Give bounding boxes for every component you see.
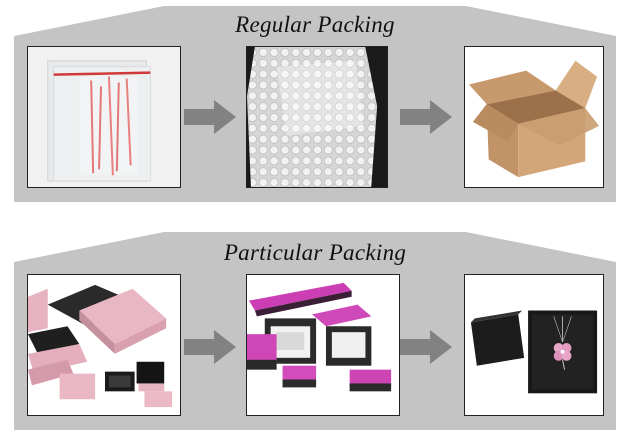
arrow-right-icon bbox=[400, 330, 452, 364]
arrow-right-icon bbox=[184, 330, 236, 364]
pink-gift-boxes-image bbox=[27, 274, 181, 416]
section-title: Particular Packing bbox=[223, 240, 407, 265]
particular-packing-panel: Particular Packing bbox=[14, 232, 616, 430]
black-jewelry-box-image bbox=[464, 274, 604, 416]
cardboard-box-image bbox=[464, 46, 604, 188]
arrow-right-icon bbox=[184, 100, 236, 134]
bubble-wrap-image bbox=[246, 46, 388, 188]
arrow-right-icon bbox=[400, 100, 452, 134]
section-title: Regular Packing bbox=[235, 12, 395, 37]
zip-lock-bags-image bbox=[27, 46, 181, 188]
pink-jewelry-boxes-image bbox=[246, 274, 400, 416]
regular-packing-panel: Regular Packing bbox=[14, 6, 616, 202]
